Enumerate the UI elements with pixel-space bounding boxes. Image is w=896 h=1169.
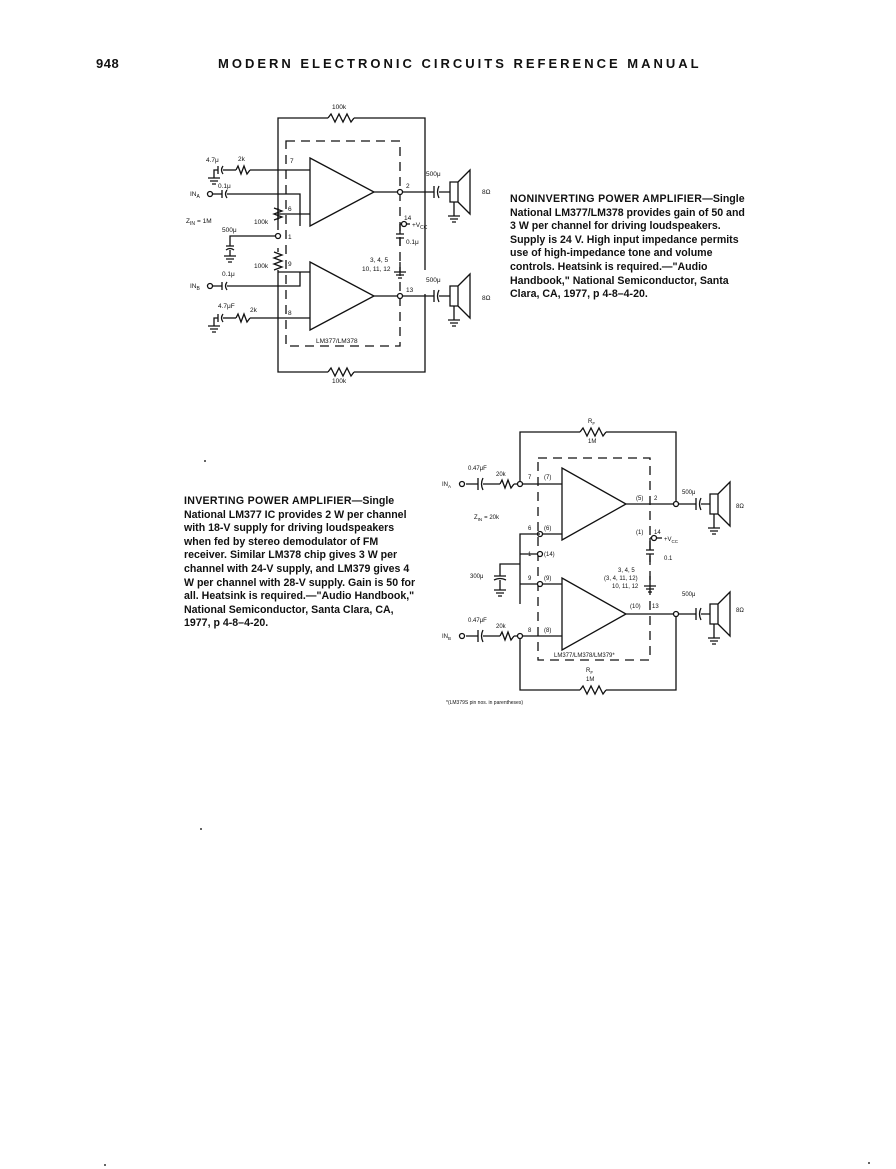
- caption-title: INVERTING POWER AMPLIFIER: [184, 495, 352, 507]
- running-title: MODERN ELECTRONIC CIRCUITS REFERENCE MAN…: [218, 56, 702, 71]
- page-number: 948: [96, 56, 120, 71]
- pin-2-label: 2: [654, 496, 658, 502]
- pin-6-label: 6: [528, 526, 532, 532]
- caption-title: NONINVERTING POWER AMPLIFIER: [510, 193, 703, 205]
- scan-speck: [204, 460, 206, 462]
- rf-bottom-value: 1M: [586, 677, 594, 683]
- in-a-label: INA: [190, 191, 201, 200]
- r-feedback-bottom-label: 100k: [332, 378, 347, 385]
- pin-7-label: 7: [528, 475, 532, 481]
- c-supply-label: 0.1μ: [406, 239, 419, 246]
- noninverting-amplifier-schematic: 100k 100k 4.7μ 2k 0.1μ INA ZIN= 1M 500μ …: [186, 104, 491, 385]
- pin-1-label: 1: [288, 234, 292, 241]
- gnd-pins-alt-label: (3, 4, 11, 12): [604, 576, 638, 582]
- rf-value: 1M: [588, 439, 596, 445]
- c-in-a-label: 0.1μ: [218, 183, 231, 190]
- pin-13-label: 13: [652, 604, 659, 610]
- pin-8-alt-label: (8): [544, 628, 551, 634]
- caption-body: —Single National LM377 IC provides 2 W p…: [184, 495, 416, 630]
- gnd-pins-b-label: 10, 11, 12: [362, 266, 391, 273]
- r-in-b-label: 20k: [496, 624, 507, 630]
- gnd-pins-a-label: 3, 4, 5: [618, 568, 635, 574]
- pin-2-label: 2: [406, 183, 410, 190]
- c-in-b-label: 0.1μ: [222, 271, 235, 278]
- pin-9-alt-label: (9): [544, 576, 551, 582]
- pin-6-label: 6: [288, 206, 292, 213]
- r-bias-a-label: 100k: [254, 219, 269, 226]
- c-bias-label: 300μ: [470, 574, 484, 580]
- caption-body: —Single National LM377/LM378 provides ga…: [510, 193, 745, 301]
- pin-9-label: 9: [288, 261, 292, 268]
- inverting-amplifier-schematic: RF 1M 0.47μF 20k INA ZIN= 20k 7 (7) 6 (6…: [442, 419, 744, 706]
- rf-label: RF: [588, 419, 595, 426]
- pin-13-label: 13: [406, 287, 414, 294]
- r-bias-b-label: 100k: [254, 263, 269, 270]
- c-out-b-label: 500μ: [426, 277, 441, 284]
- pin-8-label: 8: [528, 628, 532, 634]
- pin-14-label: 14: [654, 530, 661, 536]
- scan-speck: [868, 1162, 870, 1164]
- c-top-bypass-label: 4.7μ: [206, 157, 219, 164]
- pin-1-label: 1: [528, 552, 532, 558]
- c-in-b-label: 0.47μF: [468, 618, 487, 624]
- c-mid-label: 500μ: [222, 227, 237, 234]
- r-feedback-top-label: 100k: [332, 104, 347, 111]
- pin-5-alt-label: (5): [636, 496, 643, 502]
- chip-label: LM377/LM378/LM379*: [554, 653, 615, 659]
- pin-8-label: 8: [288, 310, 292, 317]
- vcc-label: +VCC: [664, 537, 679, 544]
- c-bottom-bypass-label: 4.7μF: [218, 303, 235, 310]
- r-in-a-label: 20k: [496, 472, 507, 478]
- speaker-a-label: 8Ω: [482, 189, 491, 196]
- c-in-a-label: 0.47μF: [468, 466, 487, 472]
- gnd-pins-b-label: 10, 11, 12: [612, 584, 639, 590]
- speaker-b-label: 8Ω: [482, 295, 491, 302]
- noninverting-caption: NONINVERTING POWER AMPLIFIER—Single Nati…: [510, 193, 750, 302]
- pin-14-alt-label: (14): [544, 552, 555, 558]
- pin-10-alt-label: (10): [630, 604, 641, 610]
- pin-7-label: 7: [290, 158, 294, 165]
- gnd-pins-a-label: 3, 4, 5: [370, 257, 388, 264]
- speaker-b-label: 8Ω: [736, 608, 744, 614]
- chip-label: LM377/LM378: [316, 338, 358, 345]
- in-b-label: INB: [190, 283, 201, 292]
- c-out-a-label: 500μ: [682, 490, 696, 496]
- zin-label: ZIN= 20k: [474, 515, 500, 522]
- c-supply-label: 0.1: [664, 556, 673, 562]
- pin-1-alt-label: (1): [636, 530, 643, 536]
- c-out-b-label: 500μ: [682, 592, 696, 598]
- scan-speck: [104, 1164, 106, 1166]
- inverting-caption: INVERTING POWER AMPLIFIER—Single Nationa…: [184, 495, 420, 631]
- footnote: *(LM379S pin nos. in parentheses): [446, 700, 523, 706]
- rf-bottom-label: RF: [586, 668, 593, 675]
- speaker-a-label: 8Ω: [736, 504, 744, 510]
- pin-9-label: 9: [528, 576, 532, 582]
- r-bottom-gain-label: 2k: [250, 307, 258, 314]
- r-top-gain-label: 2k: [238, 156, 246, 163]
- scan-speck: [200, 828, 202, 830]
- vcc-label: +VCC: [412, 222, 428, 231]
- pin-7-alt-label: (7): [544, 475, 551, 481]
- pin-14-label: 14: [404, 215, 412, 222]
- pin-6-alt-label: (6): [544, 526, 551, 532]
- zin-label: ZIN= 1M: [186, 218, 212, 227]
- c-out-a-label: 500μ: [426, 171, 441, 178]
- in-b-label: INB: [442, 634, 451, 641]
- in-a-label: INA: [442, 482, 451, 489]
